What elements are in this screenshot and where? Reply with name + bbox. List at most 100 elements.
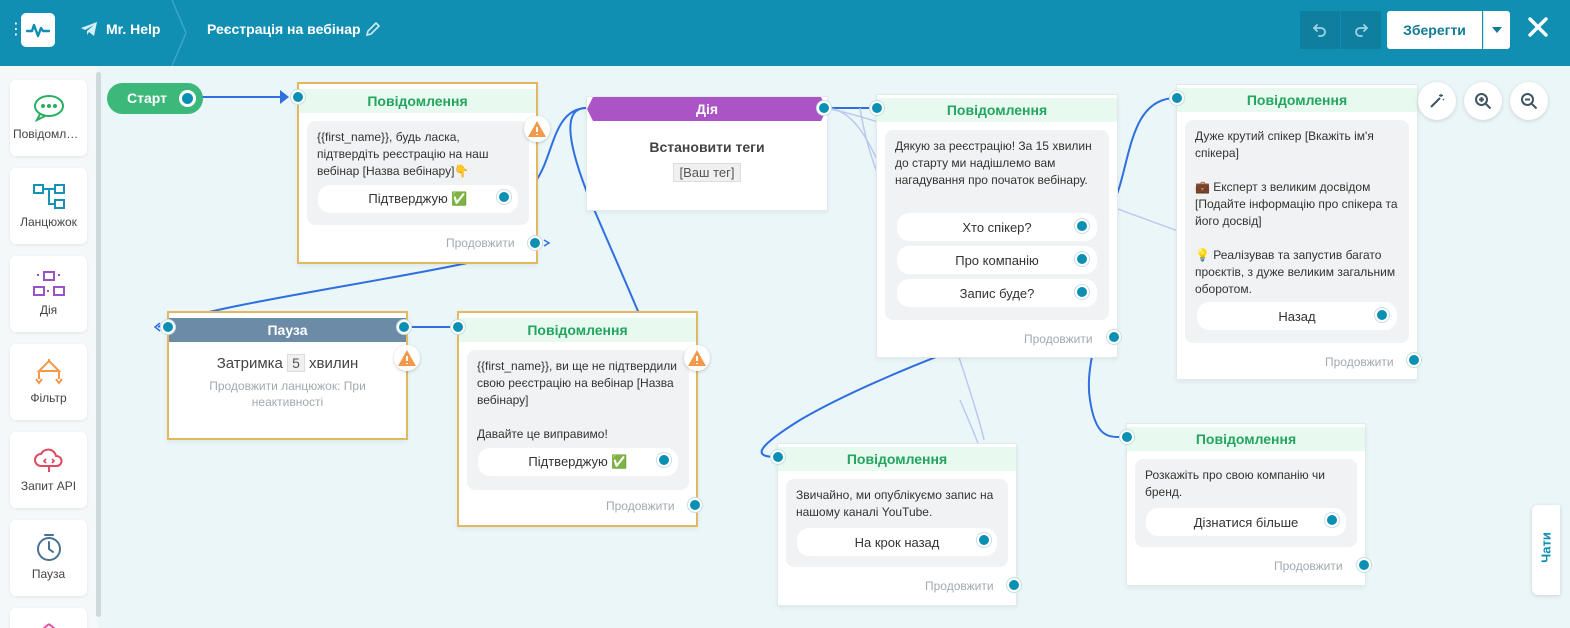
input-port[interactable] xyxy=(1170,91,1184,105)
filter-icon xyxy=(35,359,63,385)
output-port[interactable] xyxy=(1407,353,1421,367)
node-header: Повідомлення xyxy=(877,98,1117,122)
menu-dots-icon[interactable]: ⋮ xyxy=(8,21,24,38)
save-dropdown-button[interactable] xyxy=(1483,11,1510,49)
reply-button-learn-more[interactable]: Дізнатися більше xyxy=(1146,508,1346,536)
output-port[interactable] xyxy=(397,320,411,334)
continue-label: Продовжити xyxy=(925,579,994,593)
button-label: На крок назад xyxy=(854,534,940,550)
app-logo[interactable] xyxy=(21,13,55,47)
reply-button-confirm[interactable]: Підтверджую ✅ xyxy=(478,448,678,476)
output-port[interactable] xyxy=(1075,252,1089,266)
reply-button-record[interactable]: Запис буде? xyxy=(897,279,1097,307)
edit-pencil-icon[interactable] xyxy=(364,20,382,38)
close-icon[interactable] xyxy=(1527,16,1549,38)
diamond-icon xyxy=(42,623,56,628)
message-text: Розкажіть про свою компанію чи бренд. xyxy=(1145,468,1325,499)
output-port[interactable] xyxy=(1357,558,1371,572)
output-port[interactable] xyxy=(1107,330,1121,344)
message-node-record[interactable]: Повідомлення Звичайно, ми опублікуємо за… xyxy=(777,443,1017,606)
message-text: Дякую за реєстрацію! За 15 хвилин до ста… xyxy=(895,139,1092,187)
button-label: Дізнатися більше xyxy=(1193,514,1299,530)
continue-label: Продовжити xyxy=(1274,559,1343,573)
output-port[interactable] xyxy=(1007,578,1021,592)
button-label: Хто спікер? xyxy=(962,219,1032,235)
palette-message[interactable]: Повідомлення xyxy=(10,80,87,156)
pause-node[interactable]: Пауза Затримка 5 хвилин Продовжити ланцю… xyxy=(167,311,408,440)
output-port[interactable] xyxy=(657,453,671,467)
output-port[interactable] xyxy=(528,236,542,250)
start-port[interactable] xyxy=(179,90,196,107)
palette-pause[interactable]: Пауза xyxy=(10,520,87,596)
warning-badge[interactable] xyxy=(684,345,710,371)
message-node-speaker[interactable]: Повідомлення Дуже крутий спікер [Вкажіть… xyxy=(1176,84,1418,380)
palette-api[interactable]: Запит API xyxy=(10,432,87,508)
message-text: {{first_name}}, ви ще не підтвердили сво… xyxy=(477,359,677,407)
button-label: Про компанію xyxy=(955,252,1039,268)
button-label: Запис буде? xyxy=(959,285,1035,301)
reply-button-back[interactable]: Назад xyxy=(1197,302,1397,330)
input-port[interactable] xyxy=(870,101,884,115)
output-port[interactable] xyxy=(1075,219,1089,233)
reply-button-confirm[interactable]: Підтверджую ✅ xyxy=(318,185,518,213)
wire-arrow-icon xyxy=(543,239,551,247)
continue-label: Продовжити xyxy=(446,236,515,250)
wire-arrow-icon xyxy=(153,322,161,332)
message-text: 💼 Експерт з великим досвідом [Подайте ін… xyxy=(1195,180,1398,228)
palette-more[interactable] xyxy=(10,608,87,628)
reply-button-company[interactable]: Про компанію xyxy=(897,246,1097,274)
input-port[interactable] xyxy=(1120,430,1134,444)
zoom-out-button[interactable] xyxy=(1510,82,1548,120)
message-node-confirm[interactable]: Повідомлення {{first_name}}, будь ласка,… xyxy=(297,82,538,264)
message-node-company[interactable]: Повідомлення Розкажіть про свою компанію… xyxy=(1126,423,1366,586)
start-node[interactable]: Старт xyxy=(107,83,203,114)
save-button[interactable]: Зберегти xyxy=(1387,11,1482,49)
output-port[interactable] xyxy=(817,101,831,115)
palette-chain[interactable]: Ланцюжок xyxy=(10,168,87,244)
message-node-reminder[interactable]: Повідомлення {{first_name}}, ви ще не пі… xyxy=(457,311,698,527)
bot-name: Mr. Help xyxy=(106,21,161,37)
input-port[interactable] xyxy=(451,320,465,334)
input-port[interactable] xyxy=(771,450,785,464)
message-text: 💡 Реалізував та запустив багато проєктів… xyxy=(1195,248,1396,296)
action-node[interactable]: Дія Встановити теги [Ваш тег] xyxy=(586,96,828,211)
bot-selector[interactable]: Mr. Help xyxy=(80,21,160,37)
output-port[interactable] xyxy=(1325,513,1339,527)
node-header: Повідомлення xyxy=(1177,88,1417,112)
zoom-in-button[interactable] xyxy=(1464,82,1502,120)
pause-delay: Затримка 5 хвилин xyxy=(169,354,406,372)
output-port[interactable] xyxy=(688,498,702,512)
warning-icon xyxy=(398,350,416,366)
chats-tab[interactable]: Чати xyxy=(1532,505,1560,595)
palette-action[interactable]: Дія xyxy=(10,256,87,332)
chat-bubble-icon xyxy=(34,95,64,122)
palette-filter[interactable]: Фільтр xyxy=(10,344,87,420)
cloud-api-icon xyxy=(34,448,63,472)
output-port[interactable] xyxy=(1375,308,1389,322)
flow-title: Реєстрація на вебінар xyxy=(207,21,361,37)
magic-wand-icon xyxy=(1430,94,1445,108)
node-header: Повідомлення xyxy=(1127,427,1365,451)
undo-button[interactable] xyxy=(1300,11,1340,49)
magic-wand-button[interactable] xyxy=(1418,82,1456,120)
redo-icon xyxy=(1355,24,1369,37)
output-port[interactable] xyxy=(1075,285,1089,299)
timer-icon xyxy=(37,534,61,561)
reply-button-speaker[interactable]: Хто спікер? xyxy=(897,213,1097,241)
node-header: Пауза xyxy=(169,318,406,342)
sidebar-scrollbar[interactable] xyxy=(96,72,101,617)
delay-prefix: Затримка xyxy=(216,355,283,372)
warning-badge[interactable] xyxy=(394,345,420,371)
warning-badge[interactable] xyxy=(524,116,550,142)
message-text: {{first_name}}, будь ласка, підтвердіть … xyxy=(317,130,489,178)
continue-label: Продовжити xyxy=(1024,332,1093,346)
output-port[interactable] xyxy=(977,533,991,547)
top-bar: ⋮ Mr. Help Реєстрація на вебінар Зберегт… xyxy=(0,0,1570,66)
reply-button-step-back[interactable]: На крок назад xyxy=(797,528,997,556)
message-text: Звичайно, ми опублікуємо запис на нашому… xyxy=(796,488,994,519)
redo-button[interactable] xyxy=(1341,11,1381,49)
input-port[interactable] xyxy=(161,320,175,334)
undo-icon xyxy=(1312,24,1326,37)
input-port[interactable] xyxy=(291,90,305,104)
output-port[interactable] xyxy=(497,190,511,204)
